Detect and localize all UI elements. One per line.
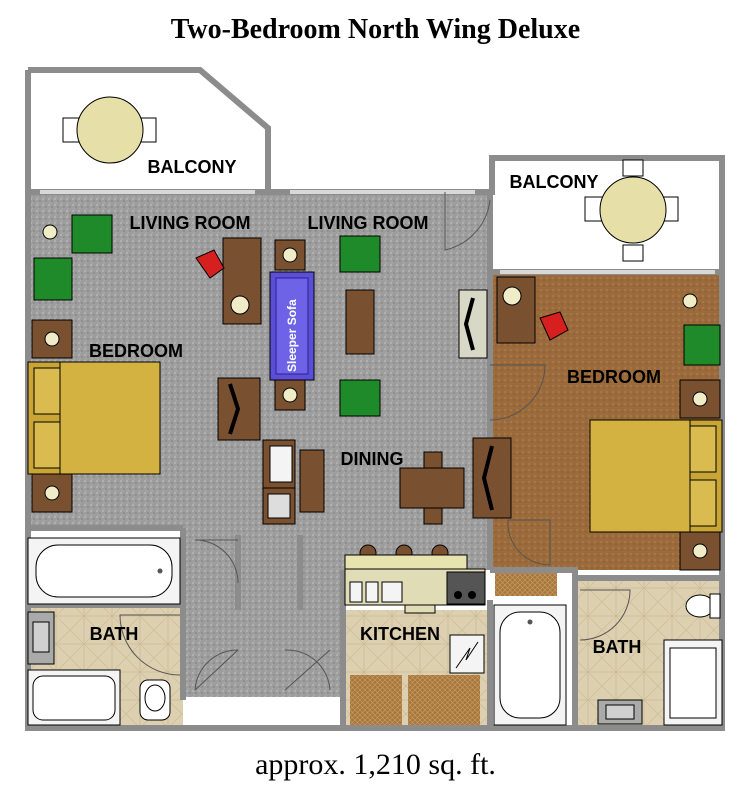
label-bedroom-left: BEDROOM	[89, 341, 183, 361]
kitchen-mat-left	[350, 675, 402, 725]
label-balcony-right: BALCONY	[510, 172, 599, 192]
closet-mat	[495, 572, 557, 596]
label-living-room-left: LIVING ROOM	[130, 213, 251, 233]
kitchen-mat-right	[408, 675, 480, 725]
label-bedroom-right: BEDROOM	[567, 367, 661, 387]
label-living-room-center: LIVING ROOM	[308, 213, 429, 233]
armchairs	[33, 214, 721, 417]
bed-right	[589, 419, 723, 533]
tv-stands	[217, 289, 512, 519]
sleeper-sofa-label: Sleeper Sofa	[285, 299, 299, 372]
desks	[195, 237, 569, 344]
balcony-table-right	[584, 159, 679, 262]
bath-right-fixtures	[493, 593, 723, 726]
label-balcony-left: BALCONY	[148, 157, 237, 177]
bed-left	[27, 361, 161, 475]
area-note: approx. 1,210 sq. ft.	[255, 748, 496, 781]
door-swings	[119, 192, 631, 691]
page-title: Two-Bedroom North Wing Deluxe	[170, 14, 581, 45]
hall-floor	[180, 527, 345, 697]
label-bath-left: BATH	[90, 624, 139, 644]
sliding-doors	[40, 190, 715, 274]
label-dining: DINING	[341, 449, 404, 469]
dining-table	[399, 451, 465, 525]
sleeper-sofa: Sleeper Sofa	[269, 271, 315, 381]
coffee-table	[345, 289, 375, 355]
label-bath-right: BATH	[593, 637, 642, 657]
kitchen-counter	[344, 544, 486, 674]
floor-plan: Sleeper Sofa	[25, 67, 725, 731]
end-tables	[31, 224, 721, 571]
balcony-table-left	[62, 96, 157, 164]
bath-left-fixtures	[27, 537, 181, 726]
label-kitchen: KITCHEN	[360, 624, 440, 644]
wardrobe	[262, 439, 325, 525]
